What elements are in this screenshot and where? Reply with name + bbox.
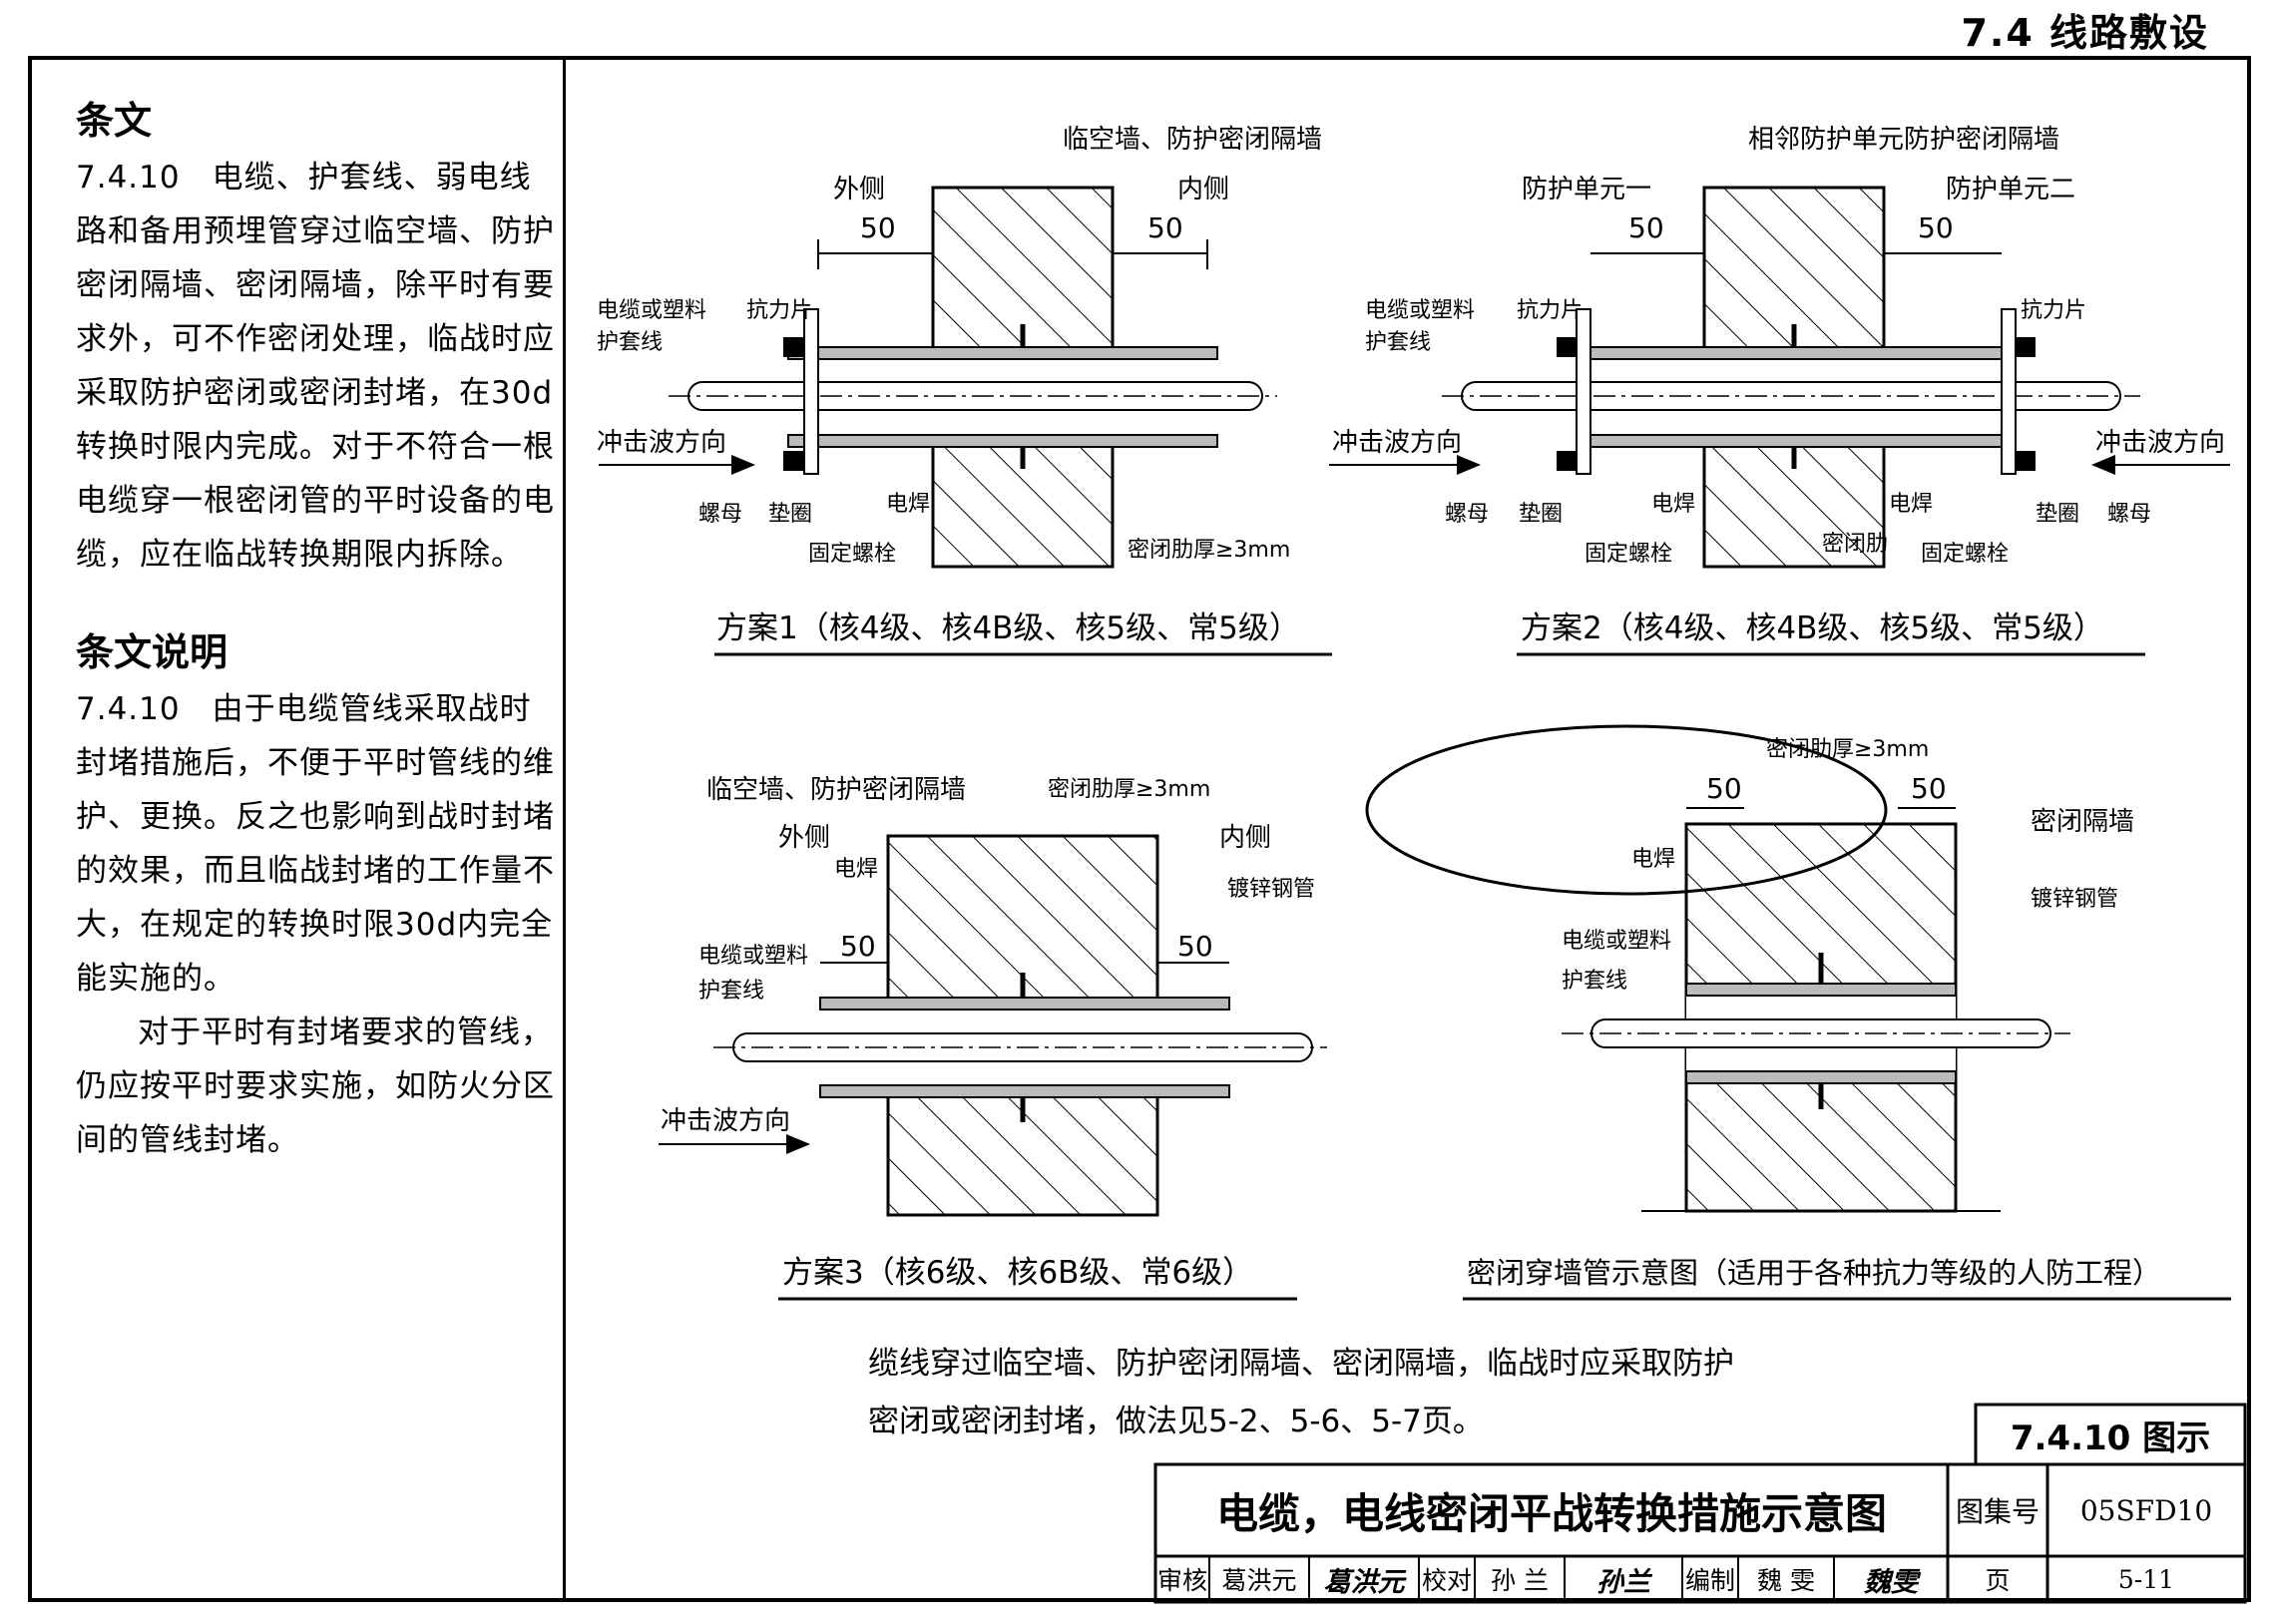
fig2-caption: 方案2（核4级、核4B级、核5级、常5级） [1521,610,2104,646]
fig2-dim-left: 50 [1628,211,1664,244]
title-block-lines [1153,1403,2247,1604]
explanation-heading: 条文说明 [76,630,228,674]
fig4-pipe-label: 镀锌钢管 [2031,887,2118,912]
fig2-wave-right: 冲击波方向 [2095,428,2225,458]
design-label: 编制 [1684,1566,1735,1595]
fig2-unit1: 防护单元一 [1522,175,1651,204]
review-label: 审核 [1156,1566,1207,1595]
left-column: 条文 7.4.10 电缆、护套线、弱电线路和备用预埋管穿过临空墙、防护密闭隔墙、… [76,90,555,1167]
fig2-dim-right: 50 [1918,211,1954,244]
fig2-flange-left: 抗力片 [1517,298,1583,323]
fig2-nut-right: 螺母 [2107,502,2151,527]
fig1-dim-right: 50 [1147,211,1183,244]
fig1-inner: 内侧 [1177,175,1229,204]
figure-2: 相邻防护单元防护密闭隔墙 防护单元一 防护单元二 50 50 电缆或塑料 护套线… [1329,125,2230,656]
column-divider [563,56,566,1602]
fig3-rib-label: 密闭肋厚≥3mm [1048,777,1210,802]
fig2-washer-right: 垫圈 [2036,502,2079,527]
fig4-dim-right: 50 [1911,772,1947,805]
checker-signature: 孙兰 [1596,1566,1650,1598]
fig1-outer: 外侧 [833,175,885,204]
fig2-weld-right: 电焊 [1889,492,1933,517]
fig2-bolt-left: 固定螺栓 [1585,542,1672,567]
fig1-weld-label: 电焊 [886,492,930,517]
fig4-cable-label-1: 电缆或塑料 [1562,929,1671,954]
fig3-caption: 方案3（核6级、核6B级、常6级） [782,1255,1253,1291]
drawing-title: 电缆，电线密闭平战转换措施示意图 [1215,1488,1887,1538]
clause-heading: 条文 [76,99,153,143]
fig4-highlight-ellipse [1365,724,1888,896]
fig3-dim-right: 50 [1177,930,1213,963]
fig3-dim-left: 50 [840,930,876,963]
fig1-bolt-label: 固定螺栓 [808,542,896,567]
checker-name: 孙 兰 [1491,1566,1549,1595]
atlas-number: 05SFD10 [2079,1493,2213,1527]
fig1-cable-label-1: 电缆或塑料 [597,298,706,323]
note-line-1: 缆线穿过临空墙、防护密闭隔墙、密闭隔墙，临战时应采取防护 [868,1346,1734,1382]
reviewer-name: 葛洪元 [1221,1566,1297,1595]
fig1-dim-left: 50 [860,211,896,244]
reviewer-signature: 葛洪元 [1323,1566,1405,1598]
fig4-weld-label: 电焊 [1631,847,1675,872]
fig4-cable-label-2: 护套线 [1562,969,1627,994]
fig3-pipe-label: 镀锌钢管 [1227,877,1315,902]
fig3-inner: 内侧 [1219,823,1271,853]
fig2-weld-left: 电焊 [1651,492,1695,517]
fig3-weld-label: 电焊 [834,857,878,882]
fig3-outer: 外侧 [778,823,830,853]
fig1-flange [803,308,819,475]
fig1-wave-label: 冲击波方向 [597,428,726,458]
conversion-note: 缆线穿过临空墙、防护密闭隔墙、密闭隔墙，临战时应采取防护 密闭或密闭封堵，做法见… [868,1335,1826,1450]
fig1-sleeve-bottom [787,434,1218,448]
fig3-cable-label-1: 电缆或塑料 [698,944,808,969]
fig2-cable-label-2: 护套线 [1365,330,1431,355]
clause-text: 7.4.10 电缆、护套线、弱电线路和备用预埋管穿过临空墙、防护密闭隔墙、密闭隔… [76,160,555,573]
fig2-nut-left: 螺母 [1445,502,1489,527]
page-number: 5-11 [2117,1564,2175,1594]
figure-1: 临空墙、防护密闭隔墙 外侧 内侧 50 50 电缆或塑料 护套线 抗力片 冲击波… [597,125,1332,656]
fig1-flange-label: 抗力片 [746,298,812,323]
fig1-rib-label: 密闭肋厚≥3mm [1128,538,1290,563]
fig2-flange-right: 抗力片 [2021,298,2086,323]
fig4-dim-left: 50 [1706,772,1742,805]
figure-4: 密闭肋厚≥3mm 50 50 密闭隔墙 电焊 镀锌钢管 电缆或塑料 护套线 密闭… [1365,724,2231,1301]
designer-name: 魏 雯 [1757,1566,1815,1595]
fig4-caption: 密闭穿墙管示意图（适用于各种抗力等级的人防工程） [1467,1256,2161,1290]
fig1-washer-label: 垫圈 [768,502,812,527]
fig2-washer-left: 垫圈 [1519,502,1563,527]
figure-number: 7.4.10 图示 [2010,1418,2211,1458]
fig2-cable-label-1: 电缆或塑料 [1365,298,1475,323]
note-line-2: 密闭或密闭封堵，做法见5-2、5-6、5-7页。 [868,1404,1484,1439]
figure-3: 临空墙、防护密闭隔墙 密闭肋厚≥3mm 外侧 内侧 电焊 镀锌钢管 电缆或塑料 … [659,775,1327,1301]
explanation-text-2: 对于平时有封堵要求的管线，仍应按平时要求实施，如防火分区间的管线封堵。 [76,1015,555,1158]
fig1-cable-label-2: 护套线 [597,330,663,355]
fig2-wave-left: 冲击波方向 [1332,428,1462,458]
page-label: 页 [1985,1566,2011,1595]
fig1-nut-label: 螺母 [698,502,742,527]
fig2-unit2: 防护单元二 [1946,175,2075,204]
fig4-wall-label: 密闭隔墙 [2031,807,2134,837]
fig4-rib-label: 密闭肋厚≥3mm [1766,737,1929,762]
fig3-wall-label: 临空墙、防护密闭隔墙 [706,775,966,805]
fig1-caption: 方案1（核4级、核4B级、核5级、常5级） [716,610,1300,646]
fig3-cable-label-2: 护套线 [698,979,764,1004]
drawing-frame [28,56,2251,1602]
fig2-rib-label: 密闭肋 [1822,532,1888,557]
explanation-text: 7.4.10 由于电缆管线采取战时封堵措施后，不便于平时管线的维护、更换。反之也… [76,691,555,997]
atlas-label: 图集号 [1955,1495,2040,1528]
fig2-wall-label: 相邻防护单元防护密闭隔墙 [1748,125,2059,155]
designer-signature: 魏雯 [1864,1566,1918,1598]
fig3-wave-label: 冲击波方向 [661,1106,790,1136]
fig1-wall-label: 临空墙、防护密闭隔墙 [1063,125,1322,155]
fig1-sleeve-top [787,346,1218,360]
fig2-bolt-right: 固定螺栓 [1921,542,2009,567]
section-header: 7.4 线路敷设 [1961,11,2209,55]
check-label: 校对 [1421,1566,1472,1595]
